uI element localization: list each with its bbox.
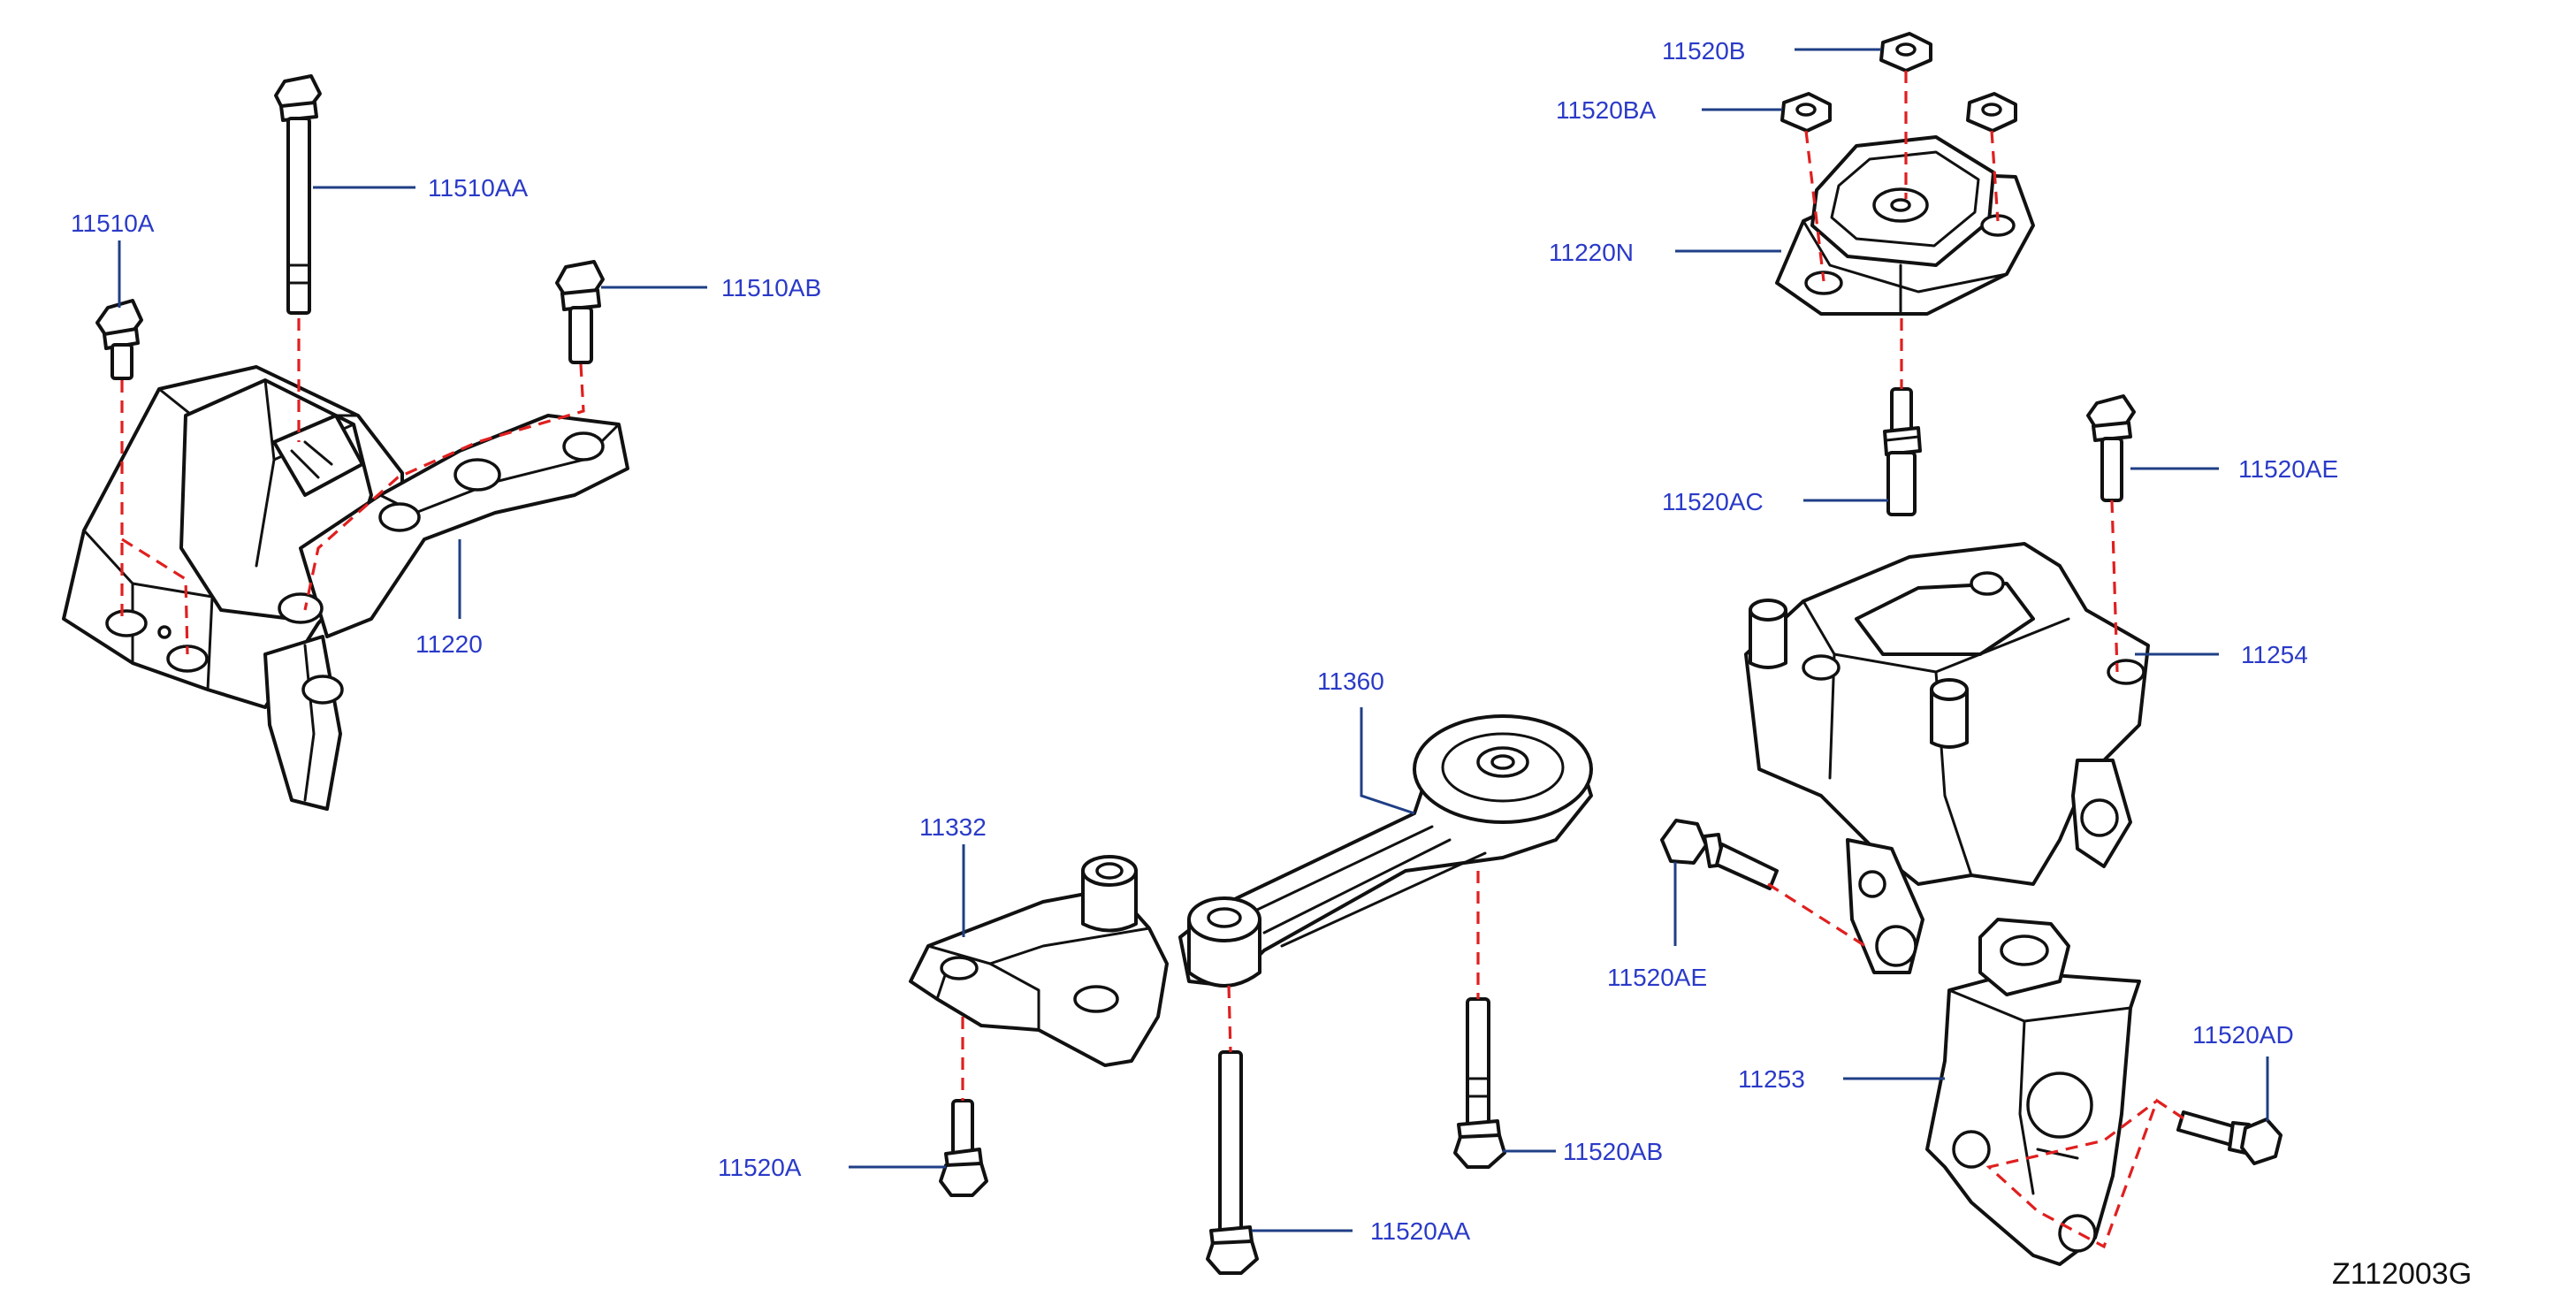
leader-lines [118, 48, 2269, 1232]
part-11220n-insulator [1775, 135, 2035, 316]
label-11510aa: 11510AA [428, 174, 528, 202]
label-11254: 11254 [2241, 641, 2308, 668]
part-11253-bracket [1925, 918, 2141, 1266]
stud-11520ac [1883, 387, 1922, 516]
label-11520aa: 11520AA [1370, 1217, 1470, 1245]
bolt-11520ad [2176, 1110, 2283, 1165]
nut-11520b [1879, 32, 1932, 72]
assembly-lines-right [1767, 500, 2184, 1249]
assembly-lines-upper-right [1804, 71, 2000, 389]
label-11220: 11220 [415, 630, 483, 658]
nut-11520ba [1780, 92, 1832, 133]
diagram-code: Z112003G [2332, 1257, 2472, 1291]
label-11520ae-top: 11520AE [2238, 455, 2338, 483]
label-11360: 11360 [1317, 667, 1384, 695]
label-11332: 11332 [919, 813, 987, 841]
label-11510a: 11510A [71, 210, 155, 237]
nut-11520ba-2 [1966, 92, 2017, 133]
bolt-11510a [95, 299, 143, 380]
label-11253: 11253 [1738, 1065, 1805, 1093]
part-labels: 11520B 11520BA 11220N 11520AC 11520AE 11… [71, 37, 2338, 1245]
label-11220n: 11220N [1549, 239, 1634, 266]
assembly-lines-center [961, 871, 1480, 1101]
label-11520ba: 11520BA [1556, 96, 1656, 124]
part-11360-torque-rod [1178, 714, 1593, 988]
label-11520a: 11520A [718, 1154, 802, 1181]
part-11332-bracket [909, 855, 1169, 1067]
bolt-11520aa [1206, 1050, 1259, 1275]
label-11520ae-mid: 11520AE [1607, 964, 1707, 991]
bolt-11510ab [555, 260, 605, 364]
part-11220-mount [62, 365, 629, 811]
bolt-11520ab [1453, 997, 1506, 1169]
label-11520b: 11520B [1662, 37, 1745, 65]
label-11510ab: 11510AB [721, 274, 821, 301]
label-11520ab: 11520AB [1563, 1138, 1663, 1165]
bolt-11520a [939, 1099, 988, 1197]
bolt-11510aa [274, 74, 322, 315]
label-11520ad: 11520AD [2192, 1021, 2294, 1049]
assembly-lines-left [120, 318, 585, 655]
bolt-11520ae-mid [1660, 819, 1779, 890]
bolt-11520ae-top [2086, 394, 2136, 502]
part-11254-bracket [1744, 542, 2150, 974]
label-11520ac: 11520AC [1662, 488, 1764, 515]
